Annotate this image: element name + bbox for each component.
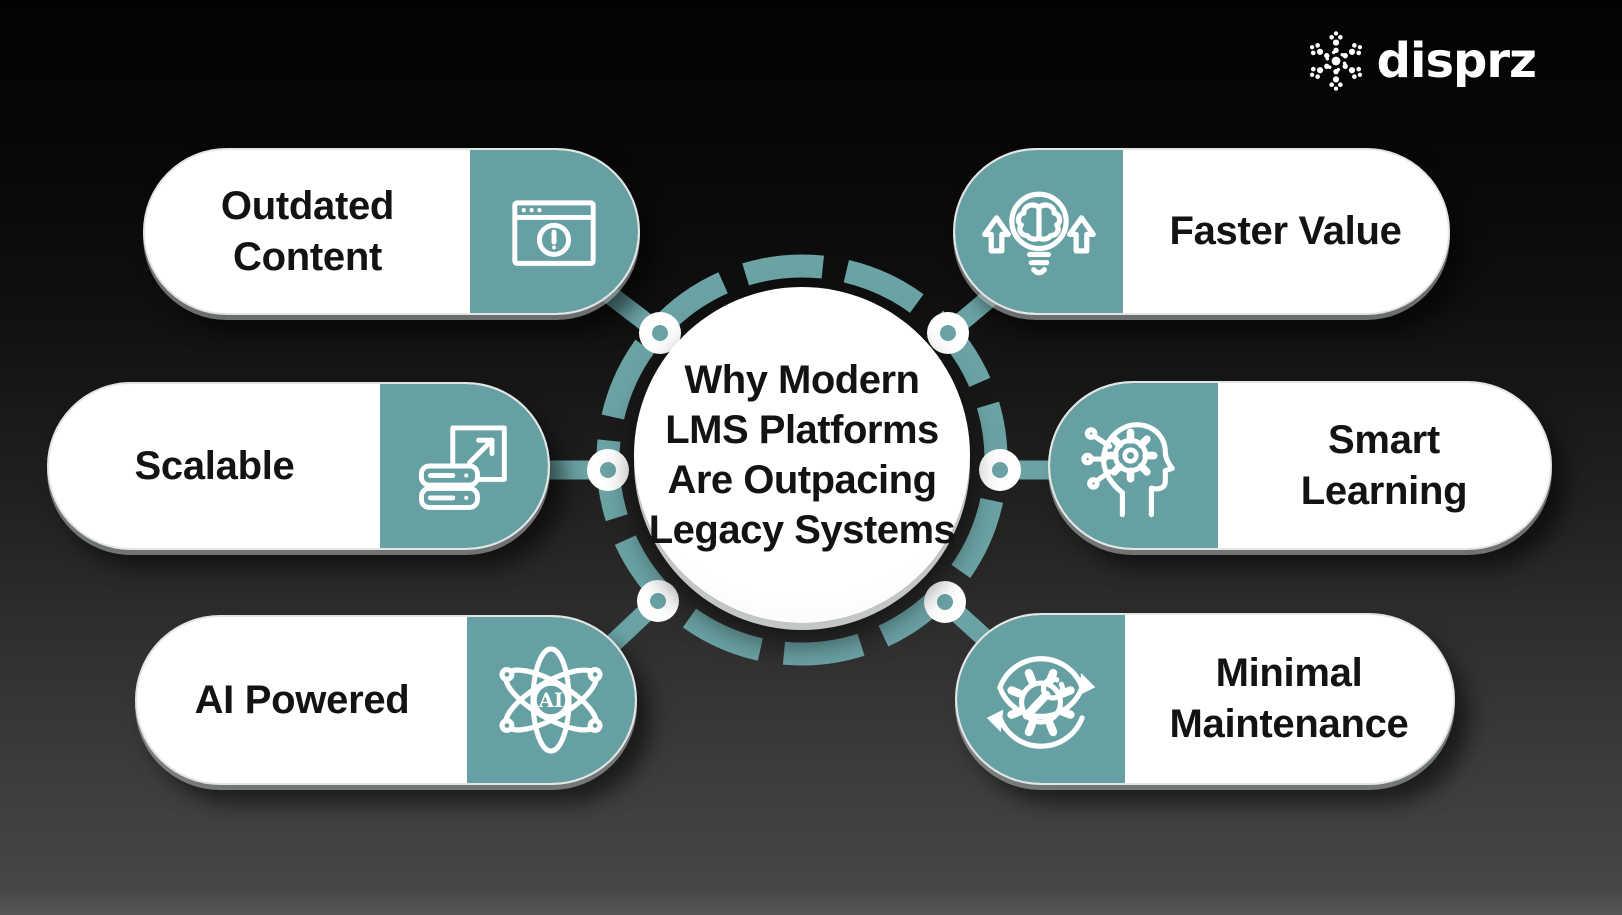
brand-logo: disprz xyxy=(1305,30,1537,92)
pill-accent-block xyxy=(955,150,1123,313)
gear-wrench-cycle-icon xyxy=(986,656,1096,749)
head-gear-icon xyxy=(1081,421,1175,517)
pill-label-line: AI Powered xyxy=(194,677,410,722)
pill-ai-powered: AI Powered AI xyxy=(135,615,637,785)
pill-accent-block xyxy=(957,615,1125,783)
segmented-ring xyxy=(596,254,1008,666)
connector-node xyxy=(587,449,629,491)
pill-label: Smart Learning xyxy=(1218,383,1550,548)
connector-nodes xyxy=(587,312,1021,623)
brand-wordmark: disprz xyxy=(1376,33,1537,89)
pill-label-line: Faster Value xyxy=(1169,209,1402,253)
pill-label: Minimal Maintenance xyxy=(1125,615,1453,783)
pill-accent-block xyxy=(1050,383,1218,548)
pill-label-line: Maintenance xyxy=(1169,702,1409,746)
snowflake-dots-icon xyxy=(1309,31,1362,91)
connector-node xyxy=(924,581,966,623)
pill-outdated-content: Outdated Content xyxy=(143,148,640,315)
pill-accent-block: AI xyxy=(467,617,635,783)
browser-warning-icon xyxy=(512,199,596,266)
ai-atom-icon: AI xyxy=(499,646,603,754)
pill-label-line: Outdated xyxy=(220,183,395,228)
bulb-brain-growth-icon xyxy=(982,191,1096,275)
pill-label-line: Content xyxy=(233,234,382,279)
pill-label: Outdated Content xyxy=(145,150,470,313)
server-scale-icon xyxy=(418,425,507,510)
pill-smart-learning: Smart Learning xyxy=(1048,381,1552,550)
connector-node xyxy=(979,449,1021,491)
pill-label: Faster Value xyxy=(1123,150,1448,313)
center-title-line: Legacy Systems xyxy=(648,508,956,552)
pill-label-line: Smart xyxy=(1328,417,1440,462)
pill-label: AI Powered xyxy=(137,617,467,783)
pill-accent-block xyxy=(470,150,638,313)
pill-label: Scalable xyxy=(49,384,380,548)
pill-scalable: Scalable xyxy=(47,382,550,550)
center-hub: Why Modern LMS Platforms Are Outpacing L… xyxy=(634,287,970,623)
pill-faster-value: Faster Value xyxy=(953,148,1450,315)
pill-label-line: Minimal xyxy=(1215,651,1363,695)
center-title-line: Are Outpacing xyxy=(667,458,937,502)
pill-label-line: Learning xyxy=(1300,468,1468,513)
connector-node xyxy=(639,312,681,354)
ai-label: AI xyxy=(538,688,564,712)
pill-accent-block xyxy=(380,384,548,548)
center-title-line: LMS Platforms xyxy=(665,408,939,452)
connector-node xyxy=(927,312,969,354)
connector-node xyxy=(637,580,679,622)
center-title-line: Why Modern xyxy=(684,358,920,402)
center-title: Why Modern LMS Platforms Are Outpacing L… xyxy=(649,355,956,555)
pill-minimal-maintenance: Minimal Maintenance xyxy=(955,613,1455,785)
pill-label-line: Scalable xyxy=(134,443,295,488)
